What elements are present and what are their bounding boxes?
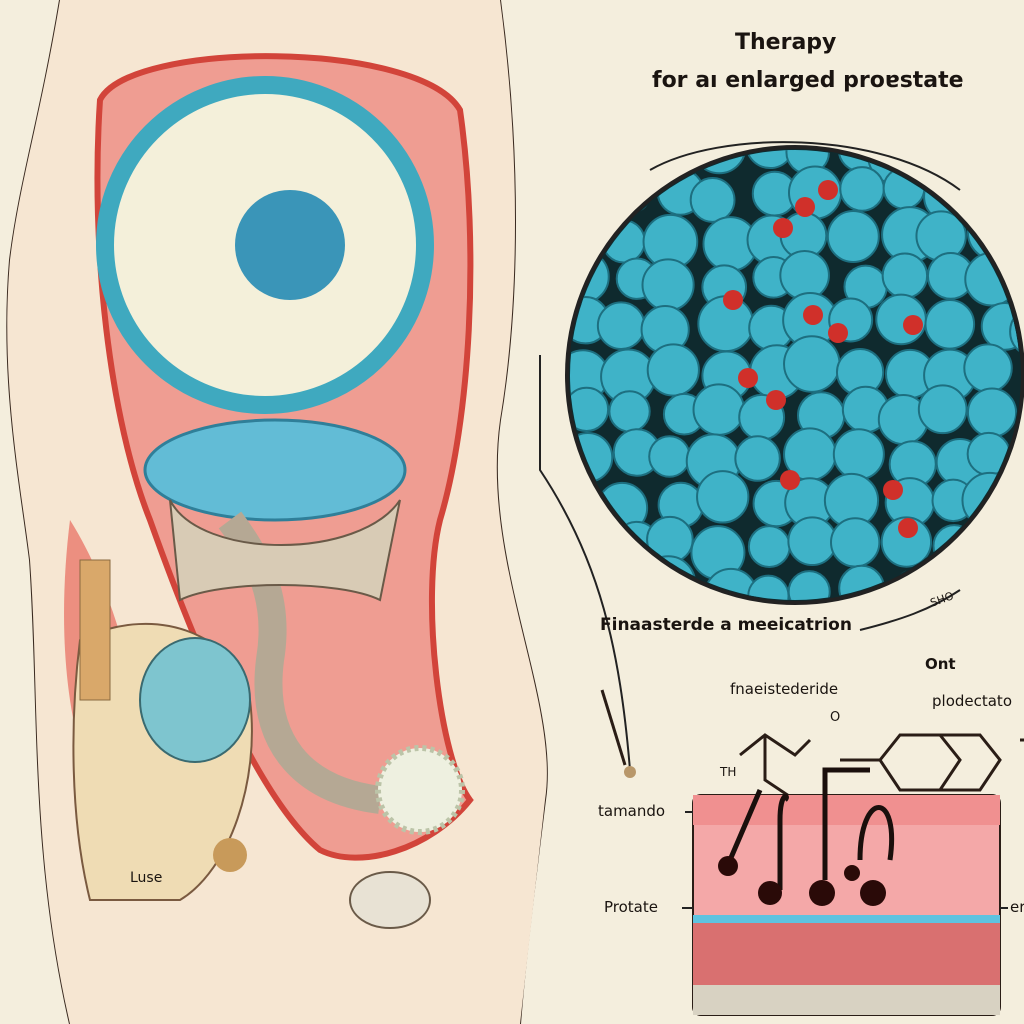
cell-sphere: [570, 150, 605, 173]
cell-sphere: [1016, 217, 1020, 269]
erotdi-label: erotdi: [1010, 898, 1024, 916]
receptor-hooks: [727, 767, 894, 890]
cell-sphere: [981, 167, 1020, 217]
cell-sphere: [570, 170, 616, 217]
cell-sphere: [839, 166, 885, 212]
red-particle: [898, 518, 918, 538]
red-particle: [738, 368, 758, 388]
red-particle: [883, 480, 903, 500]
red-particle: [828, 323, 848, 343]
label-ticks: [682, 811, 1008, 909]
prostate-sheath: [169, 499, 401, 602]
receptor-dots: [718, 856, 886, 906]
testis: [349, 871, 431, 929]
plodectato-label: plodectato: [932, 692, 1012, 710]
tamando-label: tamando: [598, 802, 666, 820]
tissue-block: [692, 794, 1001, 1016]
cell-sphere: [570, 214, 606, 261]
cell-sphere: [747, 574, 790, 600]
cell-sphere: [1011, 525, 1020, 570]
title-line-2: for aı enlarged proɐstate: [652, 68, 964, 93]
circle-arc: [649, 141, 961, 191]
oxygen-label: O: [830, 710, 841, 725]
title-line-1: Therapy: [735, 30, 837, 55]
cell-sphere: [968, 561, 1016, 600]
cell-sphere: [787, 570, 831, 600]
bladder: [143, 418, 407, 522]
red-particle: [818, 180, 838, 200]
pin-dot: [624, 766, 636, 778]
cell-sphere: [745, 150, 796, 170]
cell-sphere: [963, 343, 1013, 393]
red-particle: [773, 218, 793, 238]
red-particle: [766, 390, 786, 410]
red-particle: [723, 290, 743, 310]
th-label: TH: [720, 765, 737, 779]
cell-sphere: [596, 301, 646, 351]
cell-sphere: [826, 210, 880, 263]
cell-sphere: [1014, 256, 1020, 299]
red-particle: [780, 470, 800, 490]
cell-sphere: [779, 249, 830, 301]
cell-spheres: [570, 150, 1020, 600]
cell-sphere: [783, 335, 841, 393]
molecule-name-label: fnaeistederide: [730, 680, 839, 698]
cell-sphere: [1009, 561, 1020, 600]
cell-sphere: [646, 343, 700, 397]
red-particle: [903, 315, 923, 335]
cell-sphere: [965, 150, 1017, 175]
cell-sphere: [932, 524, 976, 568]
cell-sphere: [787, 516, 838, 567]
red-particle: [795, 197, 815, 217]
cell-sphere: [598, 150, 649, 175]
tumor-cluster: [235, 190, 345, 300]
medication-label: Finaasterde a meeicatrion: [600, 615, 852, 635]
nodule: [213, 838, 247, 872]
cell-sphere: [648, 435, 691, 478]
cell-sphere: [689, 177, 736, 223]
cell-sphere: [962, 521, 1012, 571]
cell-sphere: [608, 390, 651, 433]
cell-sphere: [917, 384, 968, 435]
gland-blue: [139, 637, 251, 763]
circle-arc-lower: [859, 589, 961, 631]
arrow-line: [539, 355, 631, 771]
spine-segments: [79, 559, 111, 701]
cell-sphere: [1009, 305, 1020, 358]
cell-sphere: [924, 298, 976, 350]
cell-sphere: [966, 203, 1020, 262]
spiky-mass: [375, 745, 465, 835]
chemical-structure: [600, 689, 1024, 802]
cell-sphere: [832, 428, 885, 481]
cell-sphere: [696, 470, 750, 524]
luse-label: Luse: [130, 870, 163, 886]
cell-sphere: [692, 383, 746, 436]
cell-sphere: [747, 525, 791, 568]
ont-label: Ont: [925, 655, 956, 673]
cell-sphere: [734, 435, 781, 482]
cell-sphere: [570, 386, 610, 432]
cell-sphere: [881, 252, 929, 299]
cell-sphere: [1018, 430, 1020, 488]
protate-label: Protate: [604, 898, 658, 916]
cell-sphere: [880, 516, 933, 568]
cell-sphere: [966, 387, 1018, 438]
cell-sphere: [830, 517, 881, 568]
cell-sphere: [570, 523, 612, 567]
red-particle: [803, 305, 823, 325]
cell-sphere: [641, 258, 695, 312]
cell-sphere: [1015, 165, 1020, 221]
